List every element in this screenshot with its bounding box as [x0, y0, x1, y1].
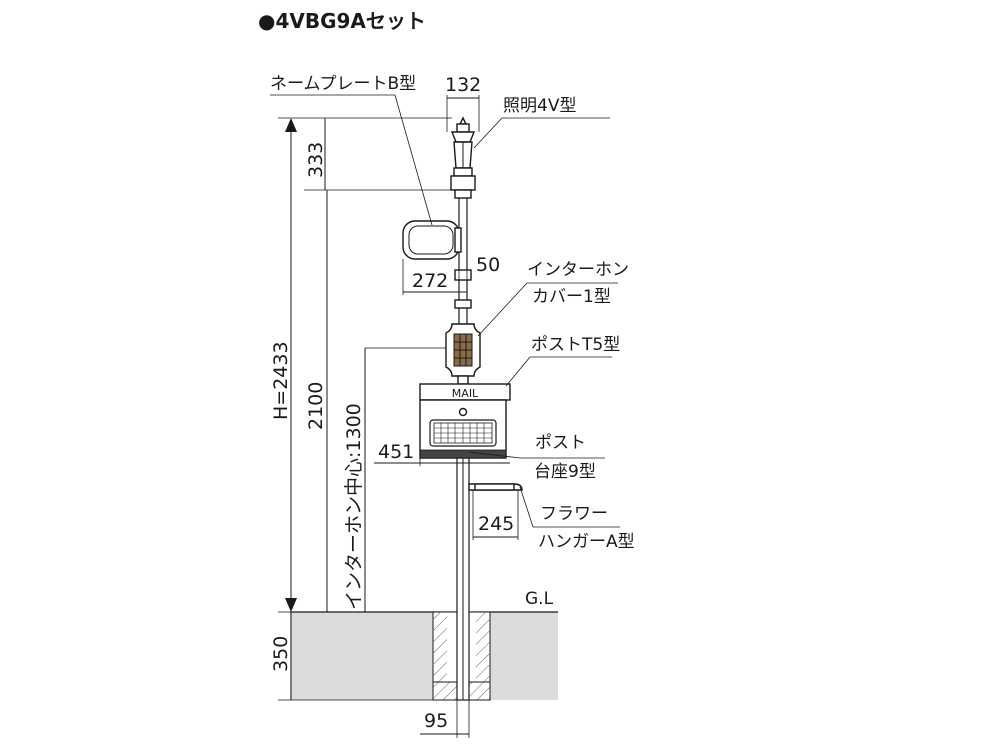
flower-label-1: フラワー — [540, 504, 608, 524]
nameplate-width-dim: 272 — [412, 270, 448, 292]
extension-lines — [278, 95, 519, 738]
nameplate — [402, 220, 462, 260]
embed-depth-dim: 350 — [270, 636, 292, 672]
post-base-label-1: ポスト — [535, 433, 586, 453]
mailbox: MAIL — [419, 383, 511, 459]
nameplate-offset-dim: 50 — [476, 254, 500, 276]
flower-hanger — [468, 483, 523, 491]
pole-height-dim: 2100 — [305, 382, 327, 430]
post-base-label-2: 台座9型 — [534, 462, 596, 482]
intercom-center-dim: インターホン中心:1300 — [343, 403, 365, 610]
lamp-height-dim: 333 — [305, 142, 327, 178]
mail-label: MAIL — [452, 387, 479, 400]
lantern — [450, 116, 476, 199]
nameplate-label: ネームプレートB型 — [270, 74, 416, 94]
intercom-label-2: カバー1型 — [532, 287, 611, 307]
flower-label-2: ハンガーA型 — [538, 532, 635, 552]
leader-lines — [270, 94, 620, 528]
ground-level-label: G.L — [525, 589, 554, 609]
flower-hanger-dim: 245 — [478, 513, 514, 535]
post-t5-label: ポストT5型 — [531, 335, 620, 355]
intercom-cover — [445, 323, 481, 377]
intercom-label-1: インターホン — [527, 260, 629, 280]
diagram-title: ●4VBG9Aセット — [258, 9, 426, 33]
total-height-dim: H=2433 — [270, 341, 292, 420]
post-depth-dim: 451 — [378, 441, 414, 463]
pole-upper — [458, 195, 468, 337]
pole-width-dim: 95 — [424, 710, 448, 732]
lamp-width-dim: 132 — [445, 74, 481, 96]
lighting-label: 照明4V型 — [503, 96, 576, 116]
ground-area — [290, 612, 558, 700]
